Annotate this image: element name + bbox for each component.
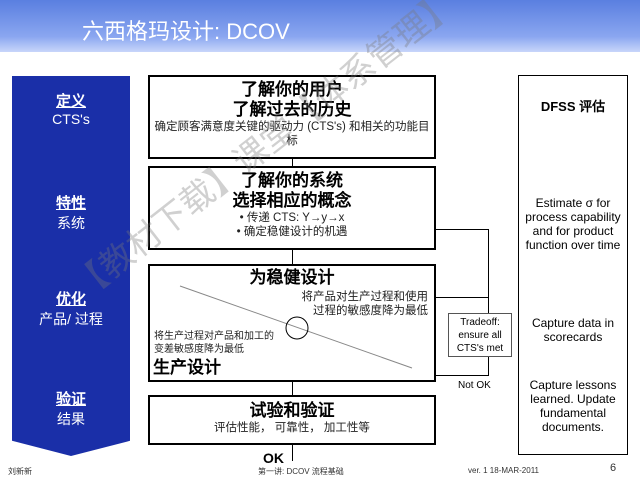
box-heading: 生产设计 xyxy=(153,358,221,377)
box-desc: 将产品对生产过程和使用过程的敏感度降为最低 xyxy=(301,291,429,317)
stage-sub: 系统 xyxy=(57,215,85,231)
box-desc: 评估性能， 可靠性， 加工性等 xyxy=(214,422,370,434)
bullet: • 传递 CTS: Y→y→x xyxy=(239,212,345,224)
box-heading: 了解你的系统 xyxy=(241,171,343,190)
define-box: 了解你的用户 了解过去的历史 确定顾客满意度关键的驱动力 (CTS's) 和相关… xyxy=(148,75,436,159)
arrow xyxy=(292,250,293,264)
ok-label: OK xyxy=(263,450,284,466)
stage-sub: CTS's xyxy=(52,111,90,127)
stage-characterize: 特性系统 xyxy=(12,192,130,233)
not-ok-label: Not OK xyxy=(458,380,491,391)
tradeoff-box: Tradeoff: ensure all CTS's met xyxy=(448,313,512,357)
stage-name: 优化 xyxy=(55,291,86,308)
footer-version: ver. 1 18-MAR-2011 xyxy=(468,466,539,475)
page-number: 6 xyxy=(610,462,617,474)
stage-optimize: 优化产品/ 过程 xyxy=(12,288,130,329)
panel-item: Capture data in scorecards xyxy=(531,316,615,344)
verify-box: 试验和验证 评估性能， 可靠性， 加工性等 xyxy=(148,395,436,445)
stage-verify: 验证结果 xyxy=(12,388,130,429)
stage-column xyxy=(12,76,130,456)
optimize-box: 为稳健设计 将产品对生产过程和使用过程的敏感度降为最低 将生产过程对产品和加工的… xyxy=(148,264,436,382)
arrow xyxy=(292,445,293,461)
arrow xyxy=(292,159,293,166)
footer-center: 第一讲: DCOV 流程基础 xyxy=(258,467,344,476)
stage-name: 定义 xyxy=(55,93,86,110)
dfss-panel: DFSS 评估 Estimate σ for process capabilit… xyxy=(518,75,628,455)
box-heading: 为稳健设计 xyxy=(249,268,335,287)
feedback-line xyxy=(488,229,489,376)
bullet: • 确定稳健设计的机遇 xyxy=(236,226,348,238)
panel-item: Estimate σ for process capability and fo… xyxy=(525,196,621,252)
box-heading: 选择相应的概念 xyxy=(232,191,352,210)
arrow xyxy=(292,382,293,395)
box-heading: 试验和验证 xyxy=(249,401,335,420)
feedback-line xyxy=(436,229,489,230)
footer-author: 刘新新 xyxy=(8,467,32,476)
feedback-line xyxy=(436,375,489,376)
panel-title: DFSS 评估 xyxy=(540,99,606,114)
panel-item: Capture lessons learned. Update fundamen… xyxy=(529,378,617,434)
title-bar: 六西格玛设计: DCOV xyxy=(0,0,640,52)
box-heading: 了解你的用户 xyxy=(241,80,343,99)
characterize-box: 了解你的系统 选择相应的概念 • 传递 CTS: Y→y→x • 确定稳健设计的… xyxy=(148,166,436,250)
box-desc: 确定顾客满意度关键的驱动力 (CTS's) 和相关的功能目标 xyxy=(154,121,430,147)
box-desc: 将生产过程对产品和加工的变差敏感度降为最低 xyxy=(154,331,274,355)
tradeoff-line xyxy=(179,285,413,369)
box-heading: 了解过去的历史 xyxy=(232,100,352,119)
stage-name: 特性 xyxy=(55,195,86,212)
page-title: 六西格玛设计: DCOV xyxy=(82,19,290,44)
stage-sub: 结果 xyxy=(57,411,85,427)
stage-name: 验证 xyxy=(55,391,86,408)
stage-sub: 产品/ 过程 xyxy=(39,311,103,327)
feedback-line xyxy=(436,297,489,298)
